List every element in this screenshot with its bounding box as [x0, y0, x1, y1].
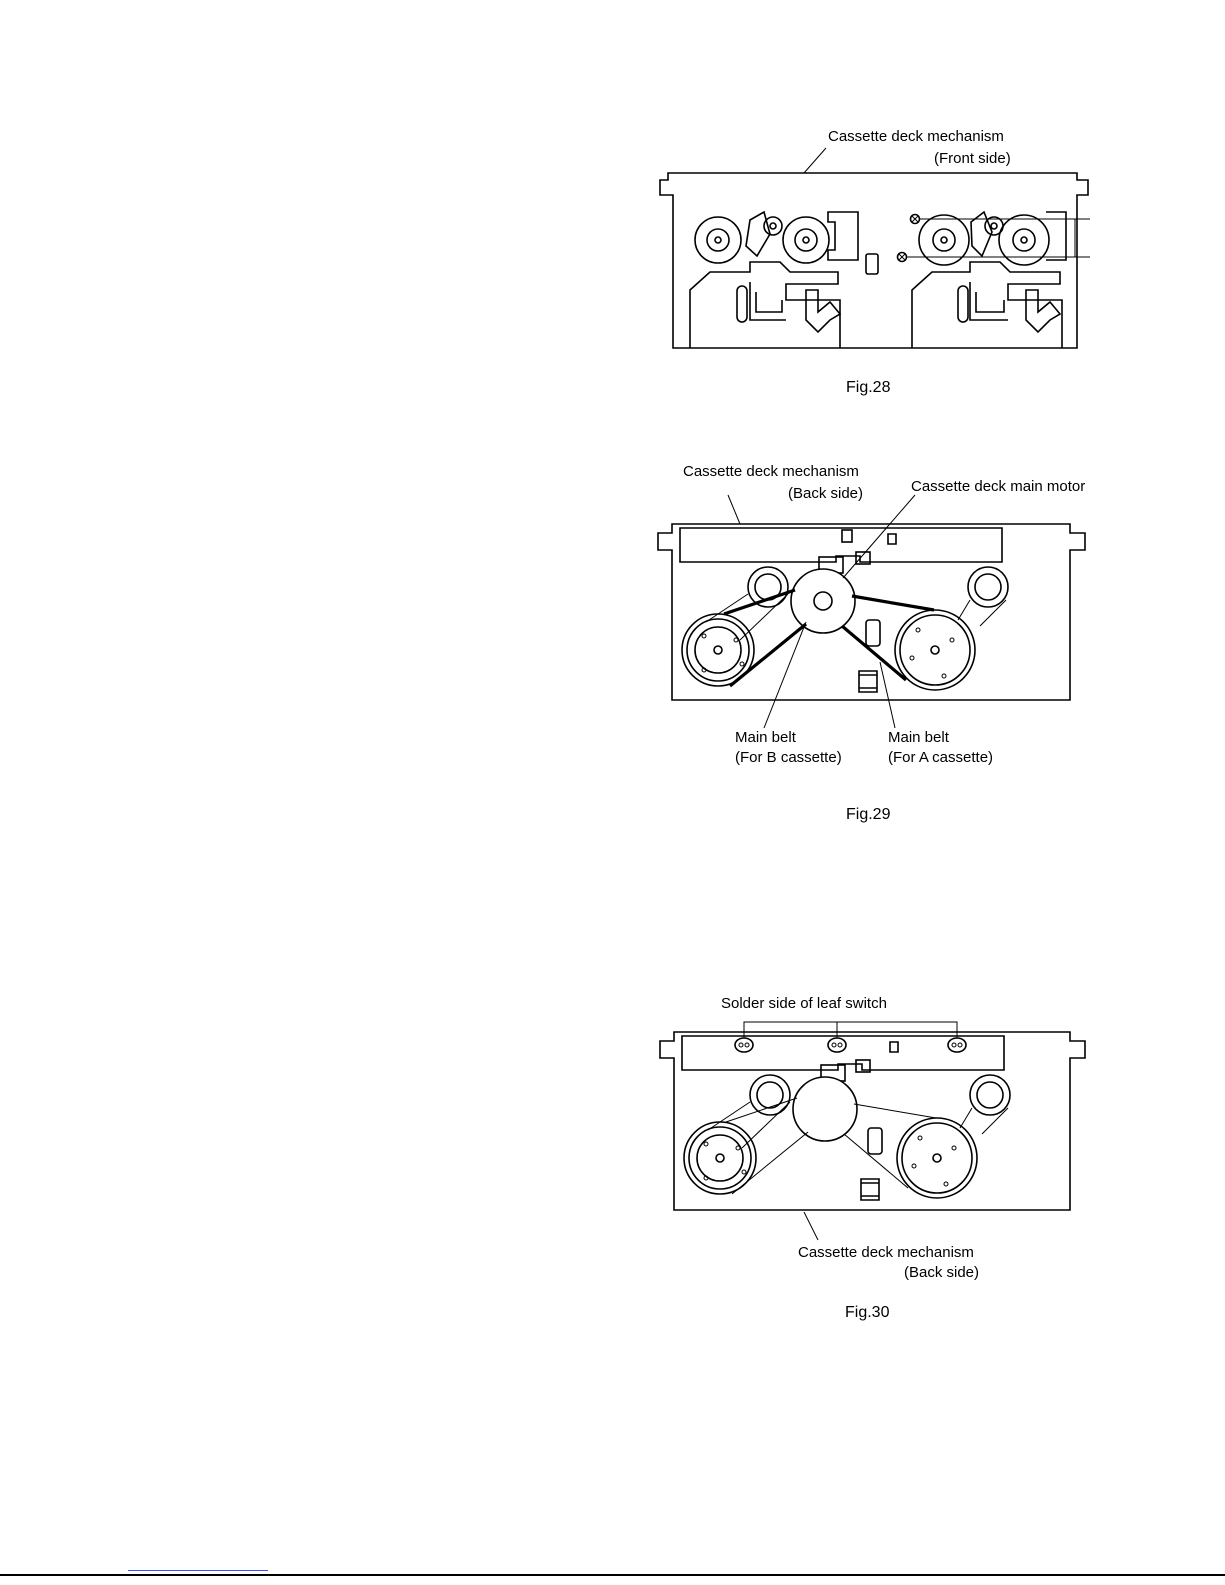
fig28-caption: Fig.28 — [846, 379, 891, 396]
fig29-idler-left — [748, 567, 788, 607]
fig29-belt-a-label-line1: Main belt — [888, 729, 950, 746]
fig29-belt-b-label-line2: (For B cassette) — [735, 749, 842, 766]
fig28-diagram — [660, 148, 1090, 348]
fig28-reel-left-b — [783, 217, 829, 263]
fig29-chassis-outline — [658, 524, 1085, 700]
fig29-caption: Fig.29 — [846, 806, 891, 823]
fig28-chassis-outline — [660, 173, 1088, 348]
fig28-mechanism-label-line1: Cassette deck mechanism — [828, 128, 1004, 145]
fig29-main-motor — [791, 569, 855, 633]
fig29-belt-a — [842, 596, 934, 680]
fig30-solder-point-2 — [828, 1038, 846, 1052]
fig28-mechanism-label-line2: (Front side) — [934, 150, 1011, 167]
fig29-diagram — [658, 495, 1085, 728]
fig29-belt-a-label-line2: (For A cassette) — [888, 749, 993, 766]
fig29-motor-label: Cassette deck main motor — [911, 478, 1085, 495]
fig29-mechanism-label-line2: (Back side) — [788, 485, 863, 502]
fig30-diagram — [660, 1022, 1085, 1240]
fig29-flywheel-a — [895, 610, 975, 690]
fig30-solder-point-1 — [735, 1038, 753, 1052]
fig29-mechanism-label-line1: Cassette deck mechanism — [683, 463, 859, 480]
fig30-solder-point-3 — [948, 1038, 966, 1052]
footer-link-underline — [128, 1570, 268, 1571]
fig29-belt-b-label-line1: Main belt — [735, 729, 797, 746]
fig30-mechanism-label-line1: Cassette deck mechanism — [798, 1244, 974, 1261]
fig30-caption: Fig.30 — [845, 1304, 890, 1321]
footer-rule — [0, 1574, 1225, 1576]
fig30-leaf-switch-label: Solder side of leaf switch — [721, 995, 887, 1012]
fig28-reel-left-a — [695, 217, 741, 263]
fig29-idler-right — [968, 567, 1008, 607]
fig30-mechanism-label-line2: (Back side) — [904, 1264, 979, 1281]
